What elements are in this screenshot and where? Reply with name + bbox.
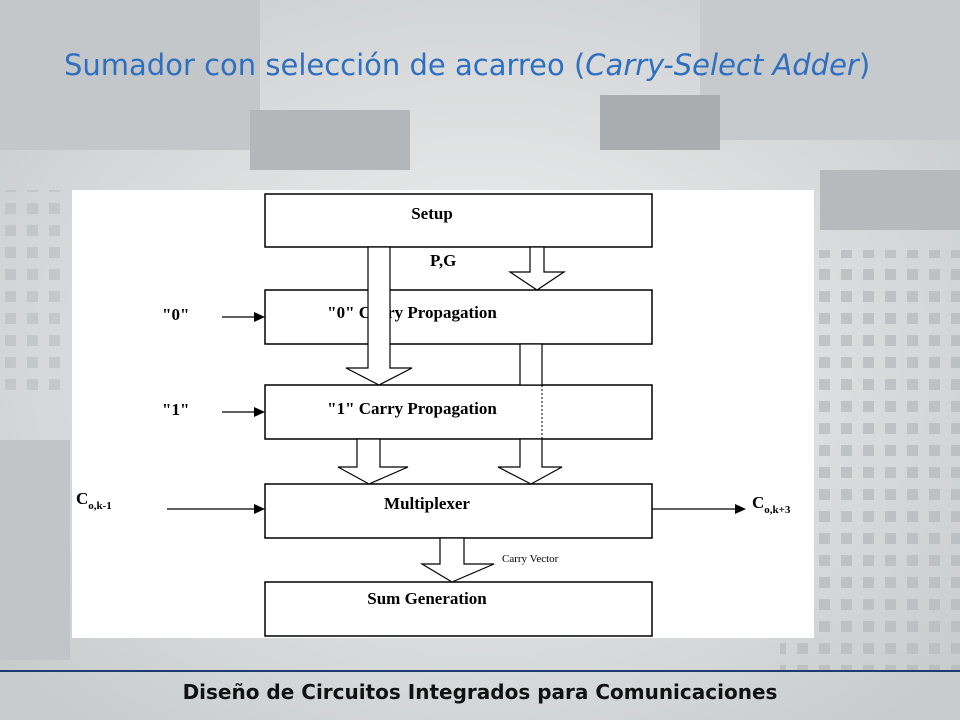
carry-in-base: C [76, 489, 88, 508]
carry-in-subscript: o,k-1 [88, 500, 112, 512]
carry0-block: "0" Carry Propagation [264, 289, 653, 345]
carry-out-arrow [652, 504, 746, 514]
slide-title: Sumador con selección de acarreo (Carry-… [64, 48, 870, 82]
setup-label: Setup [411, 204, 453, 223]
carry-in-arrow [167, 504, 265, 514]
input1-arrow [222, 407, 265, 417]
carry-select-adder-diagram: Setup "0" Carry Propagation "1" Carry Pr… [72, 190, 814, 638]
input1-label: "1" [162, 400, 189, 419]
carry1-label: "1" Carry Propagation [327, 399, 497, 418]
carry1-block: "1" Carry Propagation [264, 384, 653, 440]
carry-out-base: C [752, 493, 764, 512]
arrow-mux-to-sum [419, 537, 495, 583]
multiplexer-label: Multiplexer [384, 494, 470, 513]
sum-generation-block: Sum Generation [264, 581, 653, 637]
multiplexer-block: Multiplexer [264, 483, 653, 539]
carry-out-label: Co,k+3 [752, 493, 791, 516]
slide-footer: Diseño de Circuitos Integrados para Comu… [182, 680, 778, 704]
carry-vector-label: Carry Vector [502, 553, 559, 565]
input0-label: "0" [162, 305, 189, 324]
arrow-setup-to-carry0 [508, 246, 566, 291]
arrow-setup-to-carry1 [345, 246, 413, 386]
carry-out-subscript: o,k+3 [764, 504, 791, 516]
carry0-label: "0" Carry Propagation [327, 303, 497, 322]
carry-in-label: Co,k-1 [76, 489, 112, 512]
footer-divider [0, 670, 960, 672]
input0-arrow [222, 312, 265, 322]
sum-generation-label: Sum Generation [367, 589, 487, 608]
slide-title-close: ) [858, 48, 871, 82]
slide-title-main: Sumador con selección de acarreo ( [64, 48, 586, 82]
arrow-carry1-to-mux-left [337, 438, 409, 485]
slide-title-emphasis: Carry-Select Adder [585, 48, 859, 82]
pg-label: P,G [430, 251, 456, 270]
bus-carry0-to-carry1 [519, 343, 543, 386]
arrow-carry-to-mux-right [497, 438, 563, 485]
setup-block: Setup [264, 193, 653, 248]
